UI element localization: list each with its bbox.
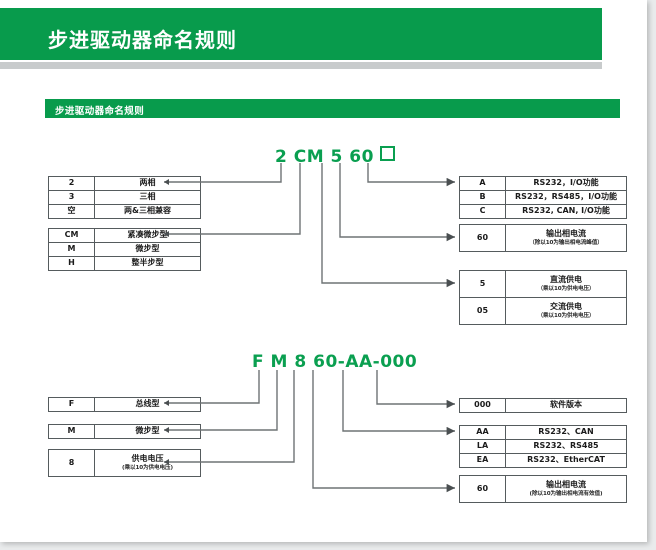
- table-row: 2 两相: [48, 176, 201, 191]
- cell-code: EA: [459, 453, 506, 468]
- table-row: F 总线型: [48, 397, 201, 412]
- table-step-type: CM 紧凑微步型 M 微步型 H 整半步型: [48, 228, 201, 271]
- model-code-1-placeholder-square: [380, 146, 396, 161]
- table-bus-type: F 总线型: [48, 397, 201, 412]
- cell-desc-note: （乘以10为供电电压）: [537, 285, 595, 292]
- cell-code: 05: [459, 297, 506, 325]
- cell-desc: 交流供电 （乘以10为供电电压）: [505, 297, 627, 325]
- cell-code: CM: [48, 228, 95, 243]
- cell-code: 000: [459, 398, 506, 413]
- table-row: 5 直流供电 （乘以10为供电电压）: [459, 270, 627, 298]
- cell-desc: 总线型: [94, 397, 201, 412]
- cell-code: M: [48, 242, 95, 257]
- page-header-banner: [0, 8, 602, 60]
- cell-code: 5: [459, 270, 506, 298]
- cell-desc: 微步型: [94, 424, 201, 439]
- table-power-supply: 5 直流供电 （乘以10为供电电压） 05 交流供电 （乘以10为供电电压）: [459, 270, 627, 325]
- leader-current-1: [339, 163, 455, 242]
- cell-desc: 两&三相兼容: [94, 204, 201, 219]
- cell-desc: 输出相电流 (除以10为输出相电流有效值): [505, 475, 627, 503]
- leader-software: [376, 370, 455, 409]
- cell-desc-main: 交流供电: [550, 302, 582, 312]
- cell-desc: 两相: [94, 176, 201, 191]
- cell-desc-note: (乘以10为供电电压): [122, 464, 173, 471]
- cell-desc-main: 输出相电流: [546, 480, 586, 490]
- cell-desc: 软件版本: [505, 398, 627, 413]
- cell-desc-note: (除以10为输出相电流有效值): [529, 490, 603, 497]
- table-row: 60 输出相电流 (除以10为输出相电流有效值): [459, 475, 627, 503]
- table-row: 空 两&三相兼容: [48, 204, 201, 219]
- cell-desc: 直流供电 （乘以10为供电电压）: [505, 270, 627, 298]
- cell-desc-note: （乘以10为供电电压）: [537, 312, 595, 319]
- cell-desc: 微步型: [94, 242, 201, 257]
- leader-current-2: [312, 370, 455, 493]
- model-code-2: F M 8 60-AA-000: [252, 352, 418, 372]
- leader-power: [321, 163, 455, 288]
- table-communication-1: A RS232，I/O功能 B RS232，RS485，I/O功能 C RS23…: [459, 176, 627, 219]
- cell-code: M: [48, 424, 95, 439]
- cell-desc-note: （除以10为输出相电流峰值）: [529, 239, 603, 246]
- table-row: EA RS232、EtherCAT: [459, 453, 627, 468]
- cell-desc: RS232、CAN: [505, 425, 627, 440]
- table-phase-type: 2 两相 3 三相 空 两&三相兼容: [48, 176, 201, 219]
- cell-code: 2: [48, 176, 95, 191]
- section-header-bar: 步进驱动器命名规则: [45, 99, 620, 118]
- cell-desc-main: 供电电压: [131, 454, 164, 464]
- table-row: C RS232, CAN, I/O功能: [459, 204, 627, 219]
- cell-desc: 供电电压 (乘以10为供电电压): [94, 449, 201, 477]
- cell-desc: 输出相电流 （除以10为输出相电流峰值）: [505, 224, 627, 252]
- table-row: M 微步型: [48, 424, 201, 439]
- table-row: H 整半步型: [48, 256, 201, 271]
- cell-code: 8: [48, 449, 95, 477]
- model-code-1-text: 2 CM 5 60: [275, 147, 374, 167]
- table-output-current-2: 60 输出相电流 (除以10为输出相电流有效值): [459, 475, 627, 503]
- cell-desc: RS232、RS485: [505, 439, 627, 454]
- cell-code: H: [48, 256, 95, 271]
- table-row: B RS232，RS485，I/O功能: [459, 190, 627, 205]
- cell-code: LA: [459, 439, 506, 454]
- table-supply-voltage: 8 供电电压 (乘以10为供电电压): [48, 449, 201, 477]
- table-row: 60 输出相电流 （除以10为输出相电流峰值）: [459, 224, 627, 252]
- cell-code: AA: [459, 425, 506, 440]
- cell-desc-main: 直流供电: [550, 275, 582, 285]
- cell-code: 60: [459, 475, 506, 503]
- table-software-version: 000 软件版本: [459, 398, 627, 413]
- cell-code: 空: [48, 204, 95, 219]
- table-row: CM 紧凑微步型: [48, 228, 201, 243]
- table-row: 3 三相: [48, 190, 201, 205]
- cell-desc: 紧凑微步型: [94, 228, 201, 243]
- cell-desc-main: 输出相电流: [546, 229, 586, 239]
- table-row: A RS232，I/O功能: [459, 176, 627, 191]
- table-row: 8 供电电压 (乘以10为供电电压): [48, 449, 201, 477]
- cell-desc: 三相: [94, 190, 201, 205]
- table-row: M 微步型: [48, 242, 201, 257]
- cell-code: C: [459, 204, 506, 219]
- header-divider: [0, 62, 602, 69]
- leader-comm-2: [342, 370, 455, 436]
- cell-desc: RS232，I/O功能: [505, 176, 627, 191]
- cell-desc: RS232，RS485，I/O功能: [505, 190, 627, 205]
- table-row: 000 软件版本: [459, 398, 627, 413]
- table-row: 05 交流供电 （乘以10为供电电压）: [459, 297, 627, 325]
- cell-code: A: [459, 176, 506, 191]
- cell-desc: 整半步型: [94, 256, 201, 271]
- cell-desc: RS232、EtherCAT: [505, 453, 627, 468]
- table-communication-2: AA RS232、CAN LA RS232、RS485 EA RS232、Eth…: [459, 425, 627, 468]
- table-row: AA RS232、CAN: [459, 425, 627, 440]
- cell-code: B: [459, 190, 506, 205]
- table-row: LA RS232、RS485: [459, 439, 627, 454]
- table-step-type-2: M 微步型: [48, 424, 201, 439]
- page-title: 步进驱动器命名规则: [48, 28, 237, 52]
- cell-code: 3: [48, 190, 95, 205]
- cell-code: 60: [459, 224, 506, 252]
- section-header-label: 步进驱动器命名规则: [55, 106, 145, 117]
- document-page: 步进驱动器命名规则 步进驱动器命名规则 2 CM 5 60 2 两相 3 三相 …: [0, 0, 647, 542]
- cell-code: F: [48, 397, 95, 412]
- cell-desc: RS232, CAN, I/O功能: [505, 204, 627, 219]
- table-output-current-1: 60 输出相电流 （除以10为输出相电流峰值）: [459, 224, 627, 252]
- model-code-1: 2 CM 5 60: [275, 146, 396, 167]
